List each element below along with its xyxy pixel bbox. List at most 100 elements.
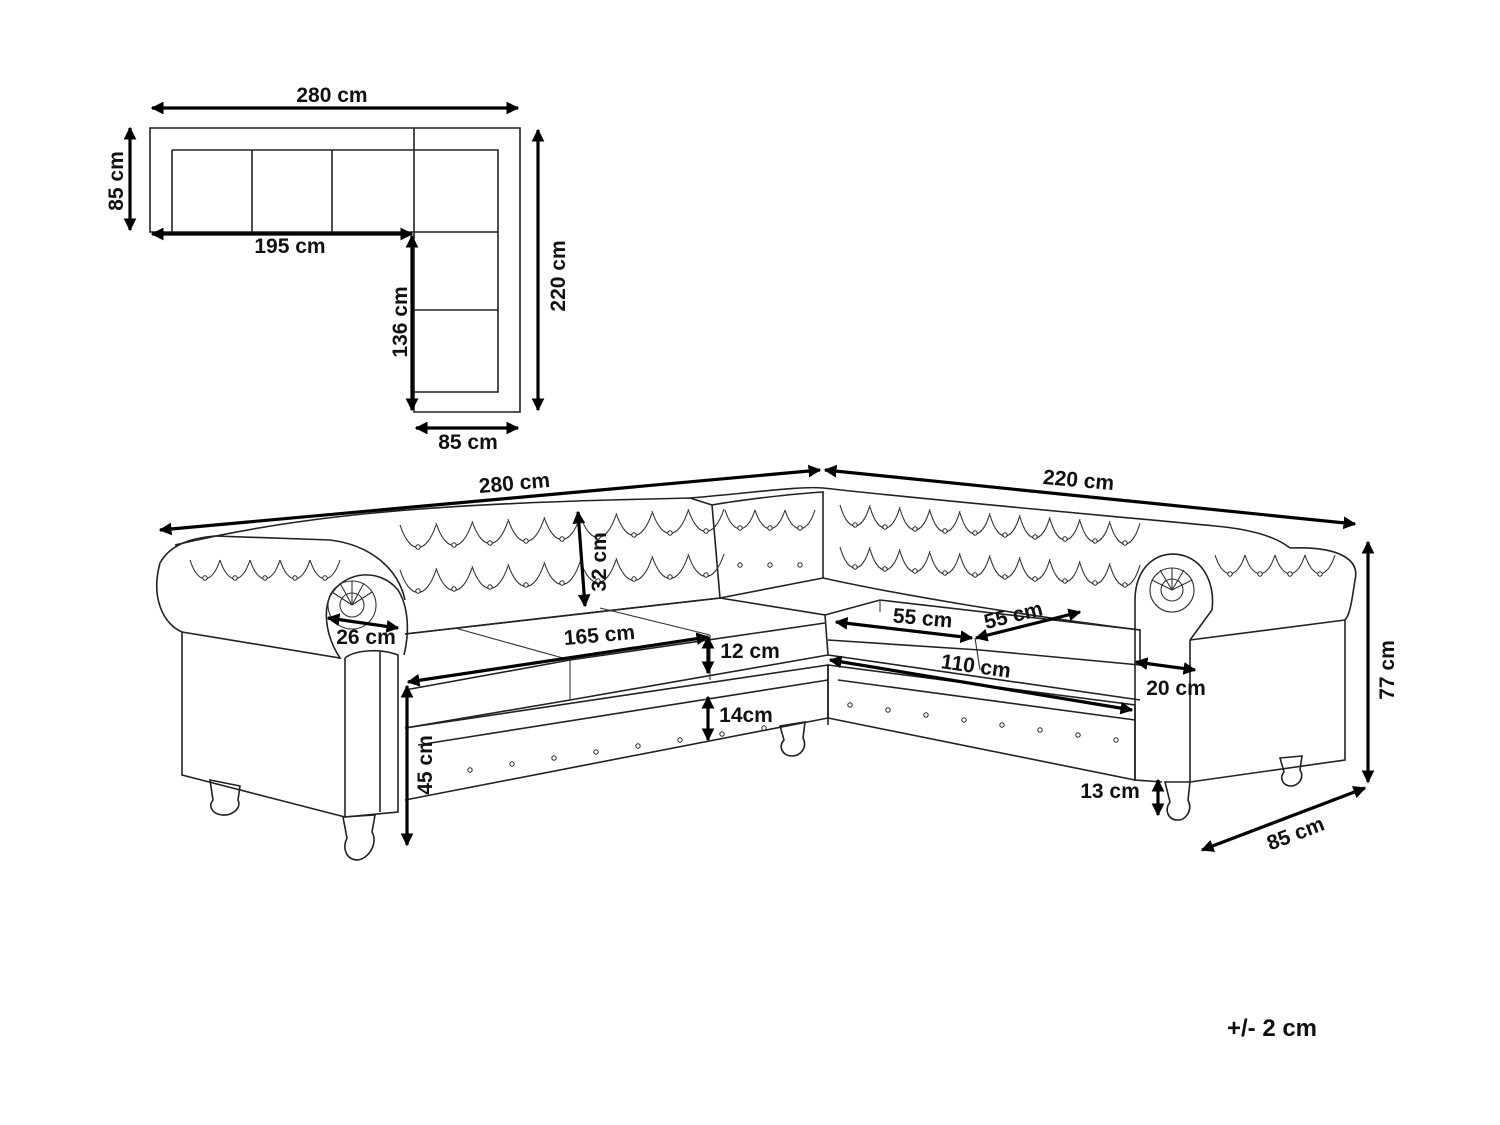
tuft-button: [559, 536, 565, 542]
tufting-fold: [507, 518, 545, 542]
cushion-55a-arrow: [834, 616, 974, 644]
tuft-button: [912, 568, 918, 574]
tuft-button: [847, 702, 853, 708]
tuft-button: [999, 722, 1005, 728]
right-front-base: [827, 664, 1136, 781]
depth-85-label: 85 cm: [1264, 813, 1328, 856]
left-backrest: [174, 497, 721, 635]
tuft-button: [451, 542, 457, 548]
tuft-button: [677, 737, 683, 743]
top-view-plan: 280 cm 85 cm 195 cm 136 cm 220 cm 85 cm: [105, 84, 570, 454]
tuft-button: [1075, 732, 1081, 738]
tufting-fold: [1304, 554, 1336, 575]
tuft-button: [761, 725, 767, 731]
tuft-button: [631, 532, 637, 538]
sofa-legs: [209, 721, 1303, 861]
plan-195-label: 195 cm: [254, 235, 325, 258]
tuft-button: [703, 572, 709, 578]
tuft-button: [852, 522, 858, 528]
cushion-55a-label: 55 cm: [892, 604, 953, 632]
arm-26-arrow: [326, 613, 400, 633]
width-280-label: 280 cm: [478, 469, 551, 498]
tufting-fold: [543, 516, 581, 540]
tuft-button: [703, 528, 709, 534]
tuft-button: [1113, 737, 1119, 743]
tuft-button: [1227, 571, 1233, 577]
tuft-button: [767, 562, 773, 568]
tufting-fold: [651, 510, 689, 534]
left-seat-cushions: [404, 597, 829, 729]
tuft-button: [551, 755, 557, 761]
tufting-fold: [1214, 554, 1246, 575]
tuft-button: [509, 761, 515, 767]
sofa-perspective: 280 cm 220 cm 77 cm 85 cm 32 cm 165 cm 1…: [156, 464, 1399, 861]
tuft-button: [1122, 540, 1128, 546]
tuft-button: [1092, 580, 1098, 586]
tuft-button: [1092, 538, 1098, 544]
tuft-button: [415, 544, 421, 550]
tuft-button: [1032, 576, 1038, 582]
plan-136-label: 136 cm: [389, 286, 412, 357]
cushion-12-label: 12 cm: [720, 640, 780, 663]
tufting-fold: [399, 524, 437, 548]
tuft-button: [202, 575, 208, 581]
base-14-label: 14cm: [719, 704, 773, 727]
height-77-label: 77 cm: [1376, 640, 1399, 700]
tufting-fold: [1244, 554, 1276, 575]
tuft-button: [885, 707, 891, 713]
seat-165-label: 165 cm: [563, 621, 636, 650]
tuft-button: [1002, 532, 1008, 538]
tuft-button: [882, 566, 888, 572]
tuft-button: [559, 580, 565, 586]
arm-20-arrow: [1134, 657, 1197, 675]
tuft-button: [1062, 536, 1068, 542]
tuft-button: [797, 562, 803, 568]
tuft-button: [737, 525, 743, 531]
tuft-button: [767, 525, 773, 531]
tuft-button: [1317, 571, 1323, 577]
tuft-button: [1037, 727, 1043, 733]
tuft-button: [1122, 582, 1128, 588]
tuft-button: [961, 717, 967, 723]
arm-26-label: 26 cm: [336, 626, 396, 649]
tuft-button: [467, 767, 473, 773]
left-front-base: [404, 664, 829, 801]
tuft-button: [972, 530, 978, 536]
tuft-button: [523, 538, 529, 544]
seat-height-45-label: 45 cm: [414, 735, 437, 795]
tuft-button: [593, 749, 599, 755]
tuft-button: [923, 712, 929, 718]
back-32-arrow: [572, 510, 591, 608]
width-220-arrow: [823, 464, 1357, 530]
tuft-button: [415, 588, 421, 594]
tuft-button: [667, 530, 673, 536]
tuft-button: [667, 574, 673, 580]
tuft-button: [912, 526, 918, 532]
tuft-button: [232, 575, 238, 581]
tuft-button: [1287, 571, 1293, 577]
tuft-button: [1257, 571, 1263, 577]
tuft-button: [487, 584, 493, 590]
depth-85-arrow: [1200, 786, 1367, 852]
plan-width-label: 280 cm: [296, 84, 367, 107]
tuft-button: [262, 575, 268, 581]
tuft-button: [631, 576, 637, 582]
plan-220-label: 220 cm: [547, 240, 570, 311]
width-220-label: 220 cm: [1042, 466, 1115, 495]
right-backrest: [822, 487, 1291, 549]
tuft-button: [1002, 574, 1008, 580]
tuft-button: [1032, 534, 1038, 540]
tuft-button: [595, 578, 601, 584]
tufting-fold: [435, 522, 473, 546]
tuft-button: [292, 575, 298, 581]
arm-20-label: 20 cm: [1146, 677, 1206, 700]
tufting-fold: [687, 508, 725, 532]
tuft-button: [737, 562, 743, 568]
tuft-button: [719, 731, 725, 737]
tuft-button: [1062, 578, 1068, 584]
tufting-fold: [615, 512, 653, 536]
tuft-button: [487, 540, 493, 546]
width-280-arrow: [158, 464, 822, 536]
plan-85-label: 85 cm: [438, 431, 498, 454]
